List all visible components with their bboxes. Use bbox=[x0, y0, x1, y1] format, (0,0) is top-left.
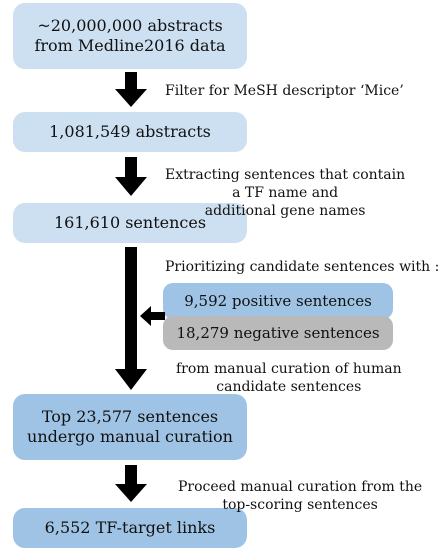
note-line: Prioritizing candidate sentences with : bbox=[165, 259, 440, 275]
note-line: Filter for MeSH descriptor ‘Mice’ bbox=[165, 83, 404, 99]
note-line: candidate sentences bbox=[216, 379, 362, 396]
left-arrow-icon bbox=[140, 306, 165, 326]
tf-target-links-box: 6,552 TF-target links bbox=[13, 508, 247, 548]
sentences-box: 161,610 sentences bbox=[13, 203, 247, 243]
extract-note: Extracting sentences that contain a TF n… bbox=[165, 166, 405, 221]
filter-note: Filter for MeSH descriptor ‘Mice’ bbox=[165, 82, 404, 100]
box-line: ~20,000,000 abstracts bbox=[37, 16, 223, 35]
down-arrow-icon bbox=[115, 465, 147, 502]
curation-source-note: from manual curation of human candidate … bbox=[176, 360, 402, 396]
down-arrow-icon bbox=[115, 157, 147, 196]
box-text: 1,081,549 abstracts bbox=[49, 122, 211, 141]
note-line: Extracting sentences that contain bbox=[165, 167, 406, 183]
box-line: Top 23,577 sentences bbox=[41, 407, 219, 426]
prioritize-note: Prioritizing candidate sentences with : bbox=[165, 258, 439, 276]
down-arrow-icon bbox=[115, 72, 147, 107]
note-line: additional gene names bbox=[204, 203, 366, 220]
note-line: from manual curation of human bbox=[176, 361, 402, 377]
note-line: top-scoring sentences bbox=[222, 497, 378, 514]
top-sentences-box: Top 23,577 sentences undergo manual cura… bbox=[13, 394, 247, 460]
box-text: 18,279 negative sentences bbox=[176, 323, 380, 342]
note-line: a TF name and bbox=[232, 185, 339, 202]
long-down-arrow-icon bbox=[115, 247, 147, 390]
box-text: 161,610 sentences bbox=[53, 213, 207, 232]
medline-abstracts-box: ~20,000,000 abstracts from Medline2016 d… bbox=[13, 3, 247, 69]
box-line: from Medline2016 data bbox=[34, 36, 226, 55]
proceed-note: Proceed manual curation from the top-sco… bbox=[178, 478, 422, 514]
box-line: undergo manual curation bbox=[27, 427, 233, 446]
note-line: Proceed manual curation from the bbox=[178, 479, 423, 495]
mice-abstracts-box: 1,081,549 abstracts bbox=[13, 112, 247, 152]
box-text: 6,552 TF-target links bbox=[44, 518, 216, 537]
positive-sentences-box: 9,592 positive sentences bbox=[163, 283, 393, 319]
box-text: 9,592 positive sentences bbox=[184, 291, 372, 310]
negative-sentences-box: 18,279 negative sentences bbox=[163, 316, 393, 350]
